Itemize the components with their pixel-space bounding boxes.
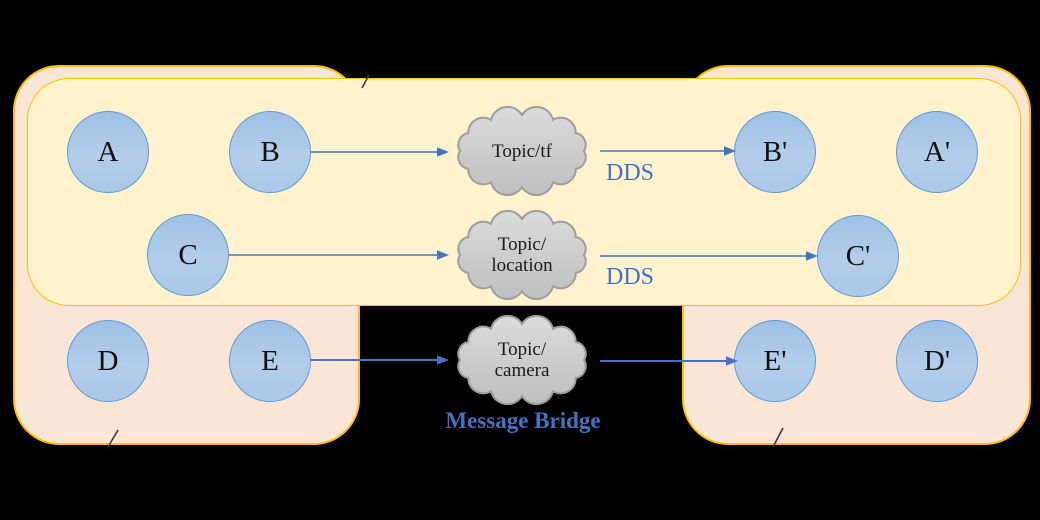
node-B: B [229,111,311,193]
topic-camera-line2: camera [494,360,550,381]
topic-tf-line1: Topic/tf [492,140,552,162]
node-B-prime: B' [734,111,816,193]
topic-location-line2: location [491,255,553,276]
node-A-prime: A' [896,111,978,193]
dds-label-middle: DDS [606,264,655,290]
message-bridge-label: Message Bridge [445,408,601,433]
node-E-prime: E' [734,320,816,402]
cloud-topic-camera [457,315,587,405]
cloud-topic-camera-label: Topic/ camera [446,315,598,405]
dds-label-top: DDS [606,160,655,186]
node-E: E [229,320,311,402]
topic-location-line1: Topic/ [497,234,547,255]
cloud-topic-location-label: Topic/ location [446,210,598,300]
cloud-topic-location [457,210,587,300]
cloud-topic-tf [457,106,587,196]
node-A: A [67,111,149,193]
cloud-topic-tf-label: Topic/tf [446,106,598,196]
topic-camera-line1: Topic/ [497,339,547,360]
node-D-prime: D' [896,320,978,402]
node-C-prime: C' [817,215,899,297]
node-D: D [67,320,149,402]
node-C: C [147,214,229,296]
